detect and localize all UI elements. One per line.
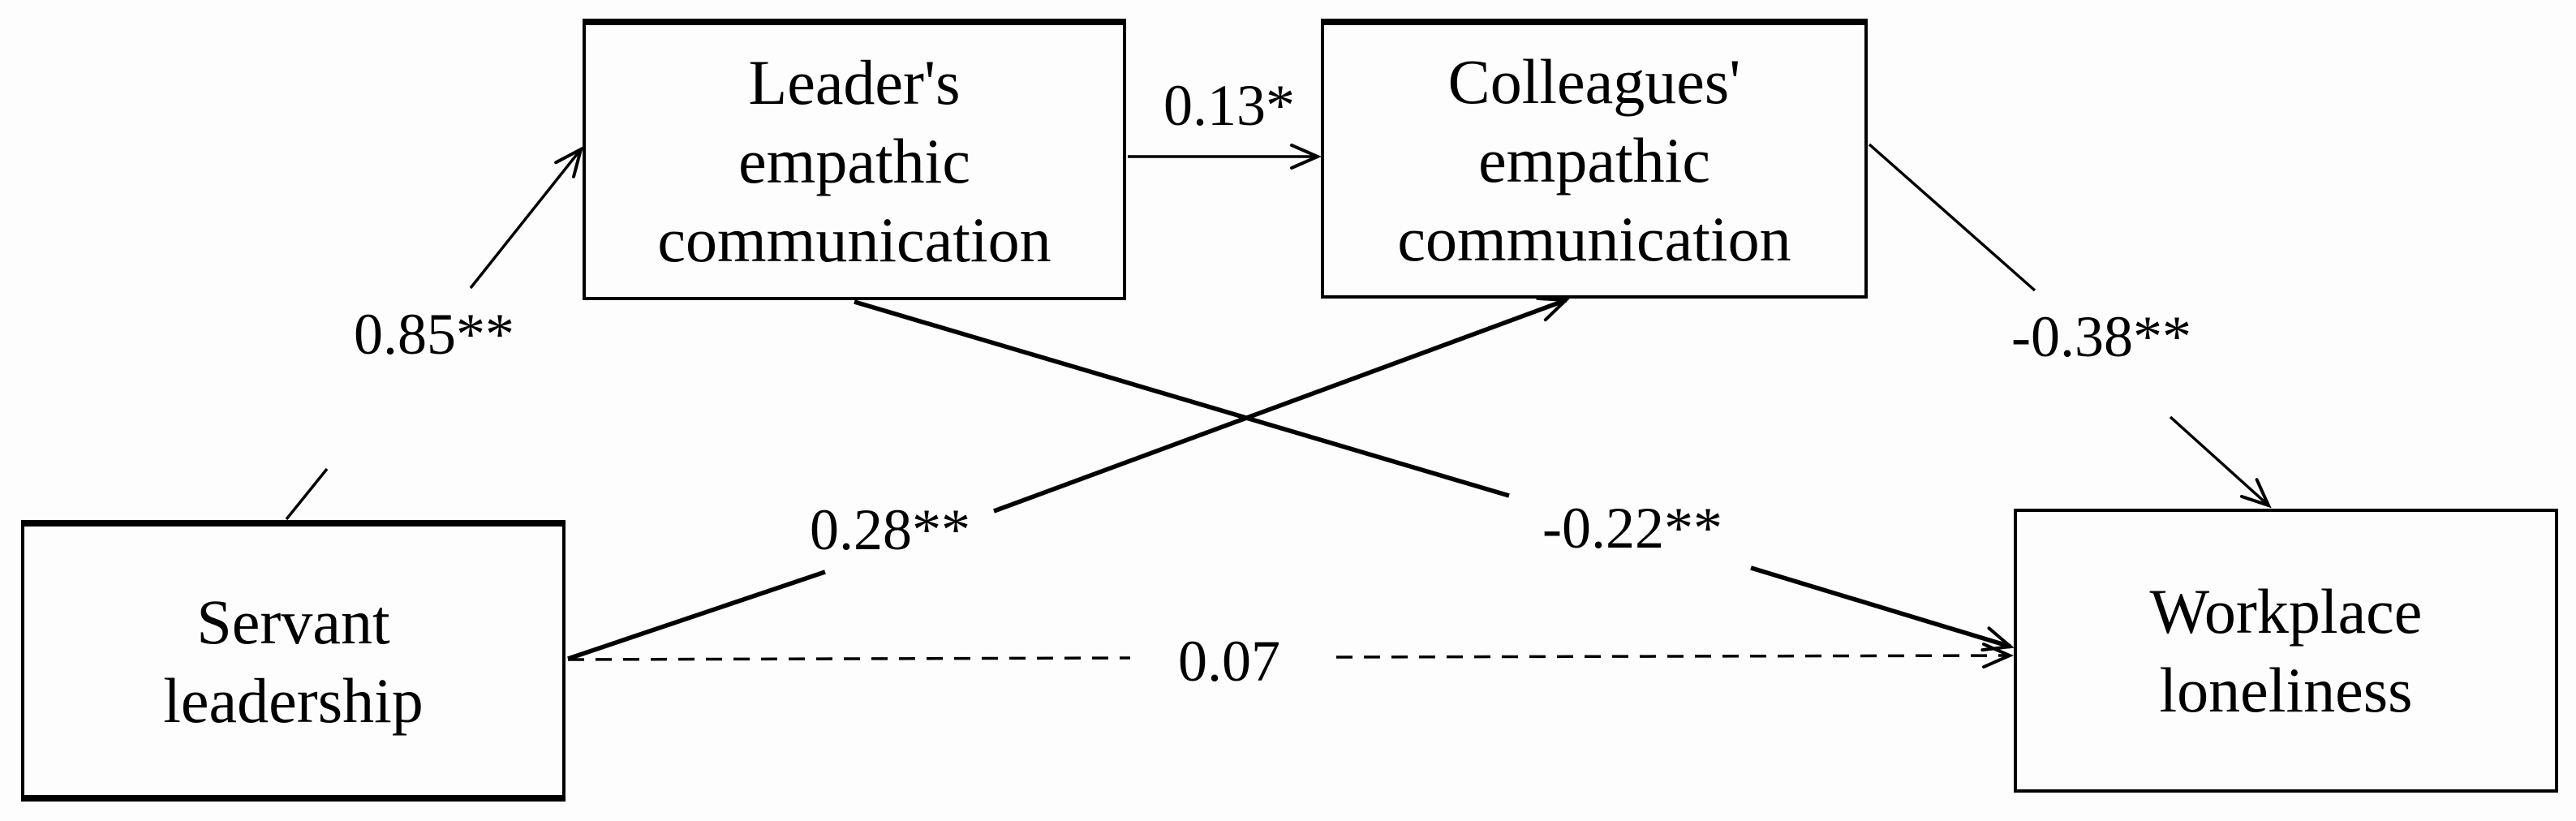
coefficient-servant-to-colleagues: 0.28** <box>810 497 970 562</box>
arrow-servant-to-loneliness-dashed <box>567 643 2014 669</box>
coefficient-servant-to-leader: 0.85** <box>354 302 514 367</box>
arrow-leader-to-loneliness <box>854 299 2015 652</box>
node-colleagues-empathic-communication: Colleagues' empathic communication <box>1321 19 1868 299</box>
arrow-servant-to-leader <box>285 146 584 521</box>
arrow-servant-to-colleagues <box>567 296 1570 661</box>
coefficient-leader-to-loneliness: -0.22** <box>1542 496 1722 561</box>
arrow-colleagues-to-loneliness <box>1868 143 2272 509</box>
coefficient-colleagues-to-loneliness: -0.38** <box>2011 304 2191 369</box>
node-leaders-empathic-communication: Leader's empathic communication <box>583 19 1126 300</box>
coefficient-leader-to-colleagues: 0.13* <box>1163 73 1295 138</box>
node-workplace-loneliness: Workplace loneliness <box>2014 509 2558 793</box>
coefficient-servant-to-loneliness: 0.07 <box>1178 629 1280 694</box>
node-servant-leadership: Servant leadership <box>21 520 566 802</box>
